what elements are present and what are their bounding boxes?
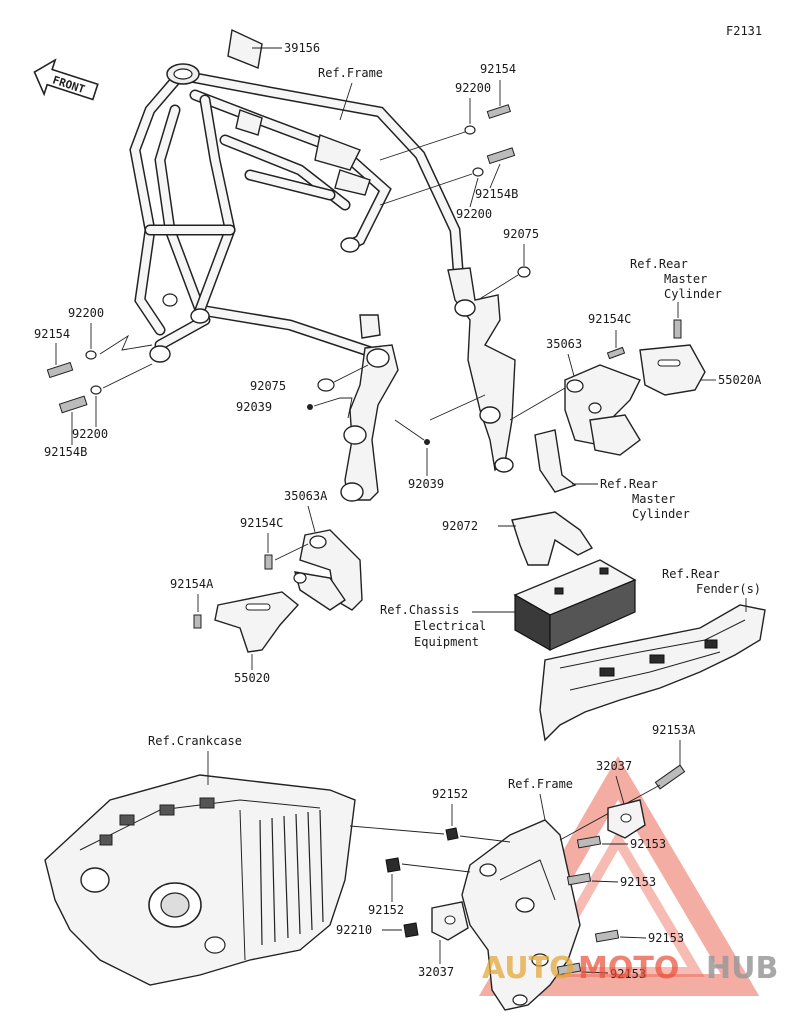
pin-92039-left: 92039 — [236, 397, 353, 419]
washer-92200-top: 92200 — [379, 81, 491, 161]
callout-ref-chassis-b: Electrical — [414, 619, 486, 633]
heel-guard-55020: 55020 — [214, 591, 300, 685]
callout-ref-rear-master-1b: Master — [664, 272, 707, 286]
collar-92075-left: 92075 — [250, 364, 369, 393]
callout-92200-top: 92200 — [455, 81, 491, 95]
bolt-92153-2: 92153 — [566, 872, 656, 889]
pivot-plate-left — [340, 344, 399, 502]
collar-92075-right: 92075 — [477, 227, 539, 301]
spacer-32037-bottom: 32037 — [418, 901, 469, 979]
engine-mount-bracket: Ref.Frame — [461, 777, 581, 1011]
washer-92200-mid: 92200 — [379, 167, 492, 221]
callout-32037-bottom: 32037 — [418, 965, 454, 979]
bolt-92154-top: 92154 — [480, 62, 516, 119]
callout-ref-chassis-c: Equipment — [414, 635, 479, 649]
callout-ref-chassis-a: Ref.Chassis — [380, 603, 459, 617]
callout-92152-top: 92152 — [432, 787, 468, 801]
bolt-92153-3: 92153 — [594, 929, 684, 945]
bolt-92153-1: 92153 — [576, 835, 666, 851]
footpeg-bracket-35063: 35063 — [509, 337, 641, 456]
watermark-text: AUTO MOTO HUB — [482, 951, 778, 986]
main-frame — [129, 63, 466, 363]
callout-92154b-left: 92154B — [44, 445, 87, 459]
pin-92039-mid: 92039 — [394, 394, 486, 491]
figure-code: F2131 — [726, 24, 762, 38]
front-arrow-icon: FRONT — [33, 58, 99, 101]
callout-92153-1: 92153 — [630, 837, 666, 851]
callout-32037-top: 32037 — [596, 759, 632, 773]
callout-92153a: 92153A — [652, 723, 696, 737]
callout-92072: 92072 — [442, 519, 478, 533]
frame-ref-top: Ref.Frame — [318, 66, 383, 121]
heel-guard-55020a: 55020A — [639, 344, 762, 396]
bolt-92154b-top: 92154B — [475, 147, 518, 201]
washer-92200-left2: 92200 — [72, 363, 153, 441]
battery-box — [513, 559, 637, 652]
callout-92154-top: 92154 — [480, 62, 516, 76]
callout-92200-left: 92200 — [68, 306, 104, 320]
nut-92152-top: 92152 — [349, 787, 511, 843]
watermark-hub: HUB — [706, 951, 778, 986]
callout-92152-bottom: 92152 — [368, 903, 404, 917]
callout-92153-4: 92153 — [610, 967, 646, 981]
callout-35063a: 35063A — [284, 489, 328, 503]
callout-55020: 55020 — [234, 671, 270, 685]
crankcase-ref: Ref.Crankcase — [44, 734, 356, 986]
washer-92200-left: 92200 — [68, 306, 153, 360]
callout-92200-left2: 92200 — [72, 427, 108, 441]
bolt-92154b-left: 92154B — [44, 395, 88, 459]
nut-92210: 92210 — [336, 922, 419, 938]
rear-master-cylinder-ref-bottom: Ref.Rear Master Cylinder — [534, 429, 690, 521]
callout-92075-right: 92075 — [503, 227, 539, 241]
callout-92153-3: 92153 — [648, 931, 684, 945]
callout-ref-frame-top: Ref.Frame — [318, 66, 383, 80]
bolt-92154-left: 92154 — [34, 327, 74, 379]
callout-55020a: 55020A — [718, 373, 762, 387]
callout-ref-rear-fender-a: Ref.Rear — [662, 567, 720, 581]
callout-ref-rear-master-2c: Cylinder — [632, 507, 690, 521]
spacer-32037-top: 32037 — [596, 759, 646, 839]
bolt-92153-4: 92153 — [556, 962, 646, 981]
nut-92152-bottom: 92152 — [368, 857, 471, 917]
battery-case-92072: 92072 — [442, 511, 594, 566]
callout-ref-frame-bottom: Ref.Frame — [508, 777, 573, 791]
chassis-electrical-ref: Ref.Chassis Electrical Equipment — [380, 603, 515, 649]
callout-ref-rear-fender-b: Fender(s) — [696, 582, 761, 596]
watermark-moto: MOTO — [578, 951, 679, 986]
bolt-92154a: 92154A — [170, 577, 214, 629]
callout-ref-crankcase: Ref.Crankcase — [148, 734, 242, 748]
footpeg-bracket-35063a: 35063A — [284, 489, 363, 611]
callout-92075-left: 92075 — [250, 379, 286, 393]
label-sticker-39156: 39156 — [227, 28, 320, 69]
callout-92154b-top: 92154B — [475, 187, 518, 201]
callout-92039-left: 92039 — [236, 400, 272, 414]
watermark-auto: AUTO — [482, 951, 575, 986]
callout-92154a: 92154A — [170, 577, 214, 591]
callout-92153-2: 92153 — [620, 875, 656, 889]
callout-ref-rear-master-2b: Master — [632, 492, 675, 506]
callout-92154c-left: 92154C — [240, 516, 283, 530]
callout-92154c-right: 92154C — [588, 312, 631, 326]
callout-92210: 92210 — [336, 923, 372, 937]
callout-92154-left: 92154 — [34, 327, 70, 341]
rear-fender-ref: Ref.Rear Fender(s) — [539, 567, 766, 742]
callout-ref-rear-master-1c: Cylinder — [664, 287, 722, 301]
callout-39156: 39156 — [284, 41, 320, 55]
bolt-92154c-left: 92154C — [240, 516, 309, 570]
callout-92200-mid: 92200 — [456, 207, 492, 221]
bolt-92154c-right: 92154C — [588, 302, 682, 360]
callout-35063: 35063 — [546, 337, 582, 351]
callout-ref-rear-master-1a: Ref.Rear — [630, 257, 688, 271]
callout-ref-rear-master-2a: Ref.Rear — [600, 477, 658, 491]
callout-92039-mid: 92039 — [408, 477, 444, 491]
rear-master-cylinder-ref-top: Ref.Rear Master Cylinder — [630, 257, 722, 301]
pivot-plate-right — [447, 267, 516, 473]
